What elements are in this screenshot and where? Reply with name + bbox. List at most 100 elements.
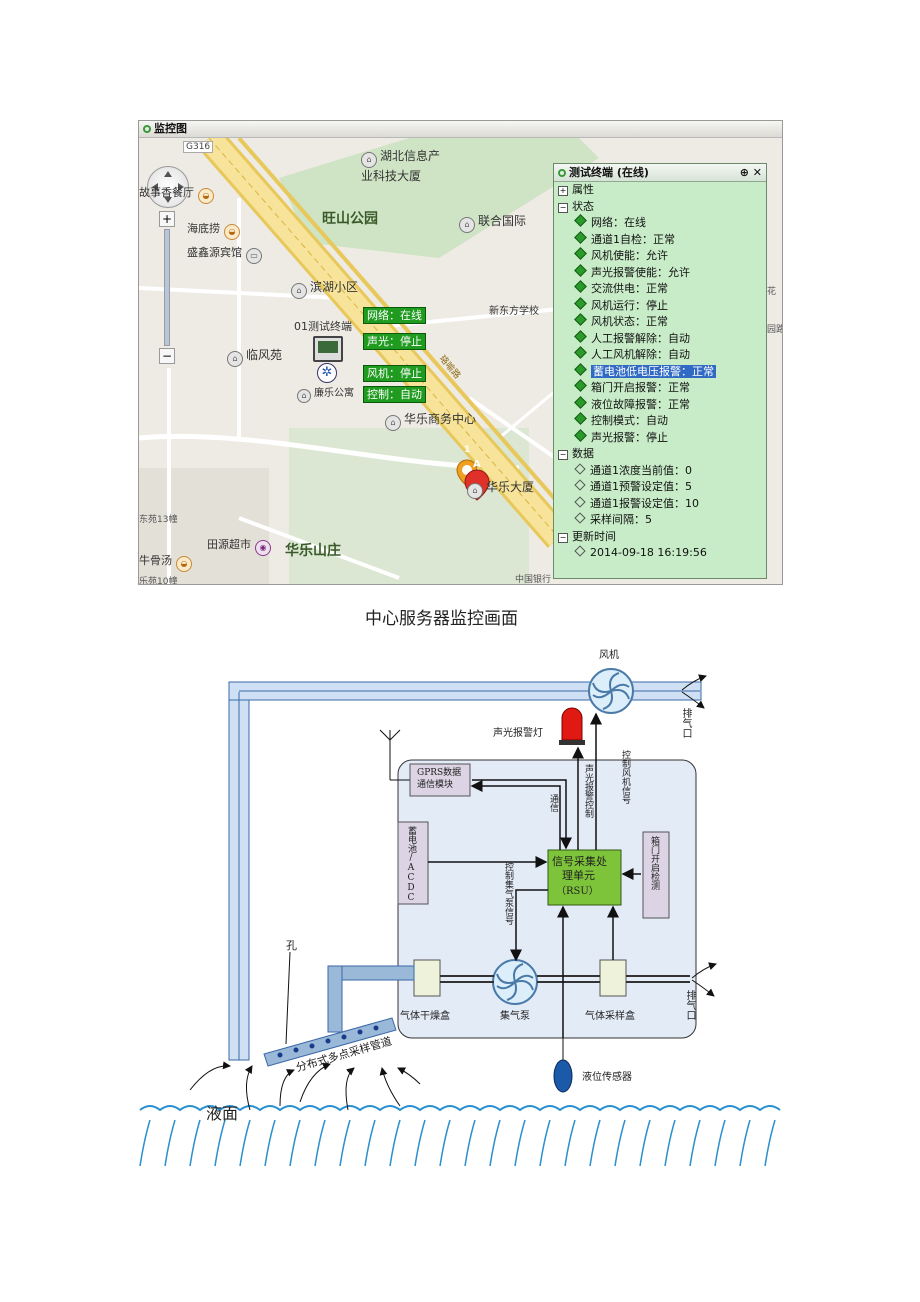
- zoom-out-button[interactable]: −: [159, 348, 175, 364]
- map-label: 华乐山庄: [285, 543, 341, 559]
- collapse-icon[interactable]: −: [558, 450, 568, 460]
- pin-icon[interactable]: ⊕: [739, 166, 749, 179]
- tree-item-label: 通道1报警设定值：10: [590, 496, 699, 510]
- tree-item[interactable]: 2014-09-18 16:19:56: [574, 545, 707, 561]
- value-diamond-icon: [574, 479, 586, 491]
- building-icon: ⌂: [459, 217, 475, 233]
- hole-label: 孔: [286, 939, 297, 952]
- tree-item[interactable]: 通道1浓度当前值：0: [574, 462, 692, 479]
- tree-item-label: 通道1预警设定值：5: [590, 480, 692, 493]
- status-diamond-icon: [574, 362, 587, 376]
- tree-item[interactable]: 网络：在线: [574, 214, 646, 231]
- system-diagram: [139, 668, 781, 1167]
- map-label: 盛鑫源宾馆▭: [187, 244, 265, 264]
- exhaust-arrows-right: [691, 962, 717, 997]
- pump-icon: [492, 959, 538, 1005]
- door-sensor-label: 箱门开启检测: [649, 836, 659, 890]
- panel-title: 测试终端 (在线): [569, 166, 649, 179]
- building-icon: ⌂: [297, 389, 311, 403]
- tree-item[interactable]: 风机状态：正常: [574, 313, 668, 330]
- gas-flow-arrows: [189, 1061, 421, 1111]
- map-label: 东苑13幢: [139, 515, 178, 525]
- tree-item[interactable]: 箱门开启报警：正常: [574, 379, 690, 396]
- tree-section[interactable]: −状态: [558, 199, 594, 215]
- panel-controls[interactable]: ⊕ ✕: [740, 164, 762, 181]
- map-label: 园路: [767, 325, 782, 335]
- tree-item[interactable]: 通道1预警设定值：5: [574, 479, 692, 495]
- status-diamond-icon: [574, 230, 587, 244]
- sampler-label: 气体采样盒: [585, 1011, 635, 1022]
- tree-item[interactable]: 人工风机解除：自动: [574, 346, 690, 363]
- map-zoom-control[interactable]: + −: [159, 211, 175, 366]
- gprs-label: GPRS数据 通信模块: [417, 768, 462, 790]
- status-diamond-icon: [574, 412, 587, 425]
- building-icon: ⌂: [361, 152, 377, 168]
- expand-icon[interactable]: +: [558, 186, 568, 196]
- status-control: 控制：自动: [363, 386, 426, 403]
- tree-item[interactable]: 采样间隔：5: [574, 512, 652, 528]
- tree-item[interactable]: 液位故障报警：正常: [574, 395, 690, 413]
- tree-item[interactable]: 声光报警使能：允许: [574, 263, 690, 281]
- tree-item-label: 控制模式：自动: [591, 414, 668, 427]
- sampler-box: [599, 959, 627, 997]
- panel-title-bar: 测试终端 (在线) ⊕ ✕: [554, 164, 766, 182]
- tree-item-label: 采样间隔：5: [590, 513, 652, 526]
- food-icon: ◒: [198, 188, 214, 204]
- tree-section-label: 更新时间: [572, 529, 616, 543]
- fan-control-label: 控制风机信号: [620, 750, 630, 804]
- tree-section-label: 状态: [572, 199, 594, 213]
- map-label: ⌂华乐大厦: [467, 478, 534, 499]
- monitor-title-bar: 监控图: [139, 121, 782, 138]
- tree-item[interactable]: 交流供电：正常: [574, 280, 668, 297]
- close-icon[interactable]: ✕: [752, 166, 762, 179]
- map-label: 故事香餐厅◒: [139, 184, 217, 204]
- gas-pipe: [440, 975, 690, 983]
- map-label: ⌂湖北信息产 业科技大厦: [361, 149, 441, 183]
- zoom-in-button[interactable]: +: [159, 211, 175, 227]
- tree-item[interactable]: 声光报警：停止: [574, 428, 668, 446]
- tree-item-label: 风机运行：停止: [591, 298, 668, 312]
- map-pan-control[interactable]: [147, 166, 189, 208]
- tree-item[interactable]: 风机运行：停止: [574, 296, 668, 314]
- map-label: 乐苑10幢: [139, 577, 178, 585]
- status-diamond-icon: [574, 329, 587, 343]
- tree-item[interactable]: 人工报警解除：自动: [574, 329, 690, 347]
- tree-section[interactable]: −数据: [558, 446, 594, 462]
- zoom-slider-track[interactable]: [164, 229, 170, 346]
- value-diamond-icon: [574, 545, 586, 557]
- fan-label: 风机: [599, 650, 619, 661]
- tree-section[interactable]: −更新时间: [558, 529, 616, 545]
- terminal-device-icon[interactable]: [313, 336, 343, 362]
- rsu-label-line1: 信号采集处: [552, 855, 607, 868]
- tree-item-label: 交流供电：正常: [591, 282, 668, 295]
- exhaust-label-top: 排气口: [680, 708, 691, 738]
- sampling-pipe: [263, 951, 415, 1067]
- tree-item[interactable]: 通道1自检：正常: [574, 230, 675, 248]
- tree-section[interactable]: +属性: [558, 182, 594, 198]
- tree-item-label: 风机状态：正常: [591, 315, 668, 328]
- map-label: 新东方学校: [489, 306, 539, 317]
- tree-item[interactable]: 风机使能：允许: [574, 247, 668, 264]
- window-status-icon: [143, 125, 151, 133]
- collapse-icon[interactable]: −: [558, 202, 568, 213]
- tree-item[interactable]: 蓄电池低电压报警：正常: [574, 362, 716, 380]
- monitor-title: 监控图: [154, 122, 187, 135]
- pan-arrows-icon: [152, 171, 184, 203]
- hotel-icon: ▭: [246, 248, 262, 264]
- tree-item[interactable]: 通道1报警设定值：10: [574, 495, 699, 512]
- battery-module: [397, 821, 429, 905]
- exhaust-duct: [228, 681, 702, 1061]
- terminal-detail-panel[interactable]: 测试终端 (在线) ⊕ ✕ +属性−状态网络：在线通道1自检：正常风机使能：允许…: [553, 163, 767, 579]
- collapse-icon[interactable]: −: [558, 532, 568, 543]
- tree-item[interactable]: 控制模式：自动: [574, 412, 668, 429]
- status-diamond-icon: [574, 247, 587, 260]
- level-sensor-label: 液位传感器: [582, 1072, 632, 1083]
- status-diamond-icon: [574, 346, 587, 359]
- terminal-label: 01测试终端: [294, 320, 352, 333]
- value-diamond-icon: [574, 462, 586, 475]
- map-label: ⌂联合国际: [459, 212, 526, 233]
- tree-section-label: 数据: [572, 447, 594, 460]
- status-diamond-icon: [574, 214, 587, 227]
- level-sensor-icon: [553, 1038, 573, 1093]
- map-label: 花: [767, 287, 777, 297]
